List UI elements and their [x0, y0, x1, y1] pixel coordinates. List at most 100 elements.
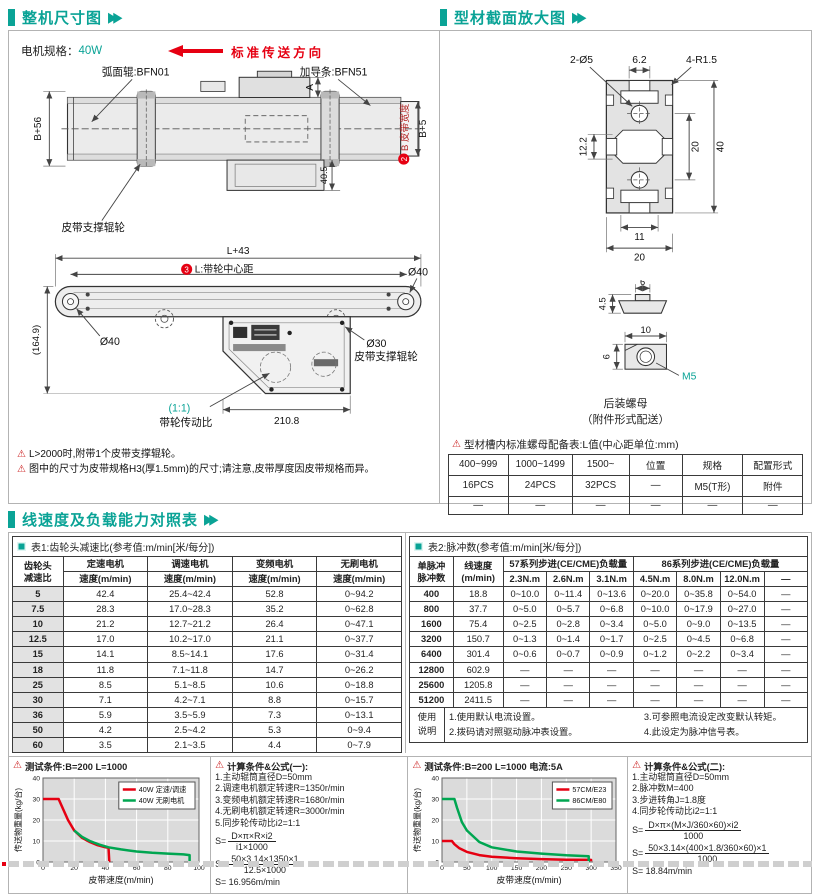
play-icon: ▶▶	[204, 510, 219, 528]
note-2: ⚠ 图中的尺寸为皮带规格H3(厚1.5mm)的尺寸;请注意,皮带厚度因皮带规格而…	[17, 462, 435, 477]
table-cell: 150.7	[452, 631, 504, 648]
note-text: L>2000时,附带1个皮带支撑辊轮。	[28, 449, 181, 460]
svg-text:30: 30	[432, 797, 440, 804]
svg-text:60: 60	[133, 865, 141, 872]
table-cell: —	[628, 474, 683, 497]
ratio-value: (1:1)	[168, 403, 190, 415]
list-item: 3.步进转角J=1.8度	[632, 794, 706, 805]
table-cell: 25.4~42.4	[147, 586, 233, 603]
table-header-row: 2.3N.m 2.6N.m 3.1N.m 4.5N.m 8.0N.m 12.0N…	[409, 571, 808, 588]
drawing-notes: ⚠ L>2000时,附带1个皮带支撑辊轮。 ⚠ 图中的尺寸为皮带规格H3(厚1.…	[17, 447, 435, 477]
table-cell: —	[763, 646, 808, 663]
table2-title-text: 表2:脉冲数(参考值:m/min[米/每分])	[427, 543, 582, 554]
col-line-speed: 线速度 (m/min)	[452, 555, 504, 588]
svg-text:20: 20	[70, 865, 78, 872]
table-cell: 25600	[408, 676, 454, 693]
table-cell: 3.5~5.9	[147, 706, 233, 723]
table-cell: 17.0	[62, 631, 149, 648]
table-cell: 18	[12, 661, 64, 678]
table-cell: 17.0~28.3	[147, 601, 233, 618]
list-item: 4.同步轮传动比i2=1:1	[632, 806, 718, 817]
teal-bar-icon	[8, 8, 15, 26]
dia40-left-label: Ø40	[100, 336, 120, 348]
list-item: 2.调速电机额定转速R=1350r/min	[215, 783, 345, 794]
list-item: 1.使用默认电流设置。	[448, 711, 541, 722]
table-cell: 301.4	[452, 646, 504, 663]
table-cell: 4.4	[231, 736, 318, 754]
table-cell: —	[447, 495, 509, 515]
table-cell: 60	[12, 736, 64, 754]
dim-a: A	[305, 84, 316, 91]
table-cell: 0~2.8	[546, 616, 591, 633]
svg-text:300: 300	[586, 865, 598, 872]
table-cell: —	[681, 495, 744, 515]
table-cell: —	[719, 661, 765, 678]
table-cell: 50	[12, 721, 64, 738]
chart1-condition: ⚠ 测试条件:B=200 L=1000	[13, 760, 128, 772]
dim-l43: L+43	[227, 246, 250, 257]
table-marker-icon	[413, 542, 423, 551]
table-cell: 17.6	[231, 646, 318, 663]
table-cell: —	[628, 495, 683, 515]
table-header-row: 单脉冲 脉冲数 线速度 (m/min) 57系列步进(CE/CME)负载量 86…	[408, 555, 808, 588]
teal-bar-icon	[8, 510, 15, 528]
list-item: 2.脉冲数M=400	[632, 783, 694, 794]
table-cell: 1500~	[571, 453, 630, 476]
svg-text:80: 80	[164, 865, 172, 872]
svg-text:0: 0	[440, 865, 444, 872]
table-cell: 0~9.0	[676, 616, 721, 633]
support-roller-right	[320, 89, 340, 169]
table-cell: 7.5	[12, 601, 64, 618]
table-cell: 400~999	[447, 453, 509, 476]
svg-text:0: 0	[41, 865, 45, 872]
col-vfd: 变频电机	[231, 555, 318, 573]
table-cell: 3.5	[62, 736, 149, 754]
table-cell: 0~11.4	[546, 586, 591, 603]
table-cell: —	[763, 691, 808, 708]
col-brushless: 无刷电机	[316, 555, 402, 573]
pulse-table: 单脉冲 脉冲数 线速度 (m/min) 57系列步进(CE/CME)负载量 86…	[408, 555, 808, 708]
table-cell: 0~2.2	[676, 646, 721, 663]
table-cell: 0~27.0	[719, 601, 765, 618]
table-cell: 附件	[742, 474, 804, 497]
table-cell: —	[763, 676, 808, 693]
usage-notes-right: 3.可参照电流设定改变默认转矩。4.此设定为脉冲信号表。	[640, 708, 807, 742]
belt-width-badge: 2	[400, 156, 409, 161]
table2-block: 表2:脉冲数(参考值:m/min[米/每分]) 单脉冲 脉冲数	[406, 533, 811, 753]
col-pulse: 单脉冲 脉冲数	[408, 555, 454, 588]
table2-title: 表2:脉冲数(参考值:m/min[米/每分])	[408, 536, 808, 556]
table1-block: 表1:齿轮头减速比(参考值:m/min[米/每分]) 齿轮头 减速比 定速电机	[9, 533, 406, 754]
table-cell: 15	[12, 646, 64, 663]
nut-dim-6-side: 6	[601, 354, 611, 359]
nut-dim-6-top: 6	[640, 280, 645, 287]
svg-text:100: 100	[486, 865, 498, 872]
svg-text:250: 250	[561, 865, 573, 872]
table-cell: —	[719, 676, 765, 693]
dim-40: 40	[715, 141, 726, 152]
table-cell: 12800	[408, 661, 454, 678]
table-header-row: 速度(m/min) 速度(m/min) 速度(m/min) 速度(m/min)	[13, 571, 402, 588]
table-cell: 6400	[408, 646, 454, 663]
svg-text:40W 定速/调速: 40W 定速/调速	[139, 785, 187, 794]
dim-b56: B+56	[33, 116, 44, 140]
dim-20-outer: 20	[634, 253, 645, 264]
table-cell: 0~0.7	[546, 646, 591, 663]
t-nut-drawing: 6 4.5 10 6	[597, 277, 696, 382]
svg-text:150: 150	[511, 865, 523, 872]
nut-caption: 后装螺母 （附件形式配送）	[442, 397, 809, 429]
table-cell: —	[632, 661, 678, 678]
svg-text:57CM/E23: 57CM/E23	[573, 785, 607, 794]
table-cell: —	[502, 691, 548, 708]
table-cell: —	[571, 495, 630, 515]
support-roller-label-side: 皮带支撑辊轮	[354, 350, 418, 363]
table-cell: —	[763, 616, 808, 633]
footer-fine-print	[8, 861, 812, 867]
center-dist-label: L:带轮中心距	[195, 262, 254, 275]
